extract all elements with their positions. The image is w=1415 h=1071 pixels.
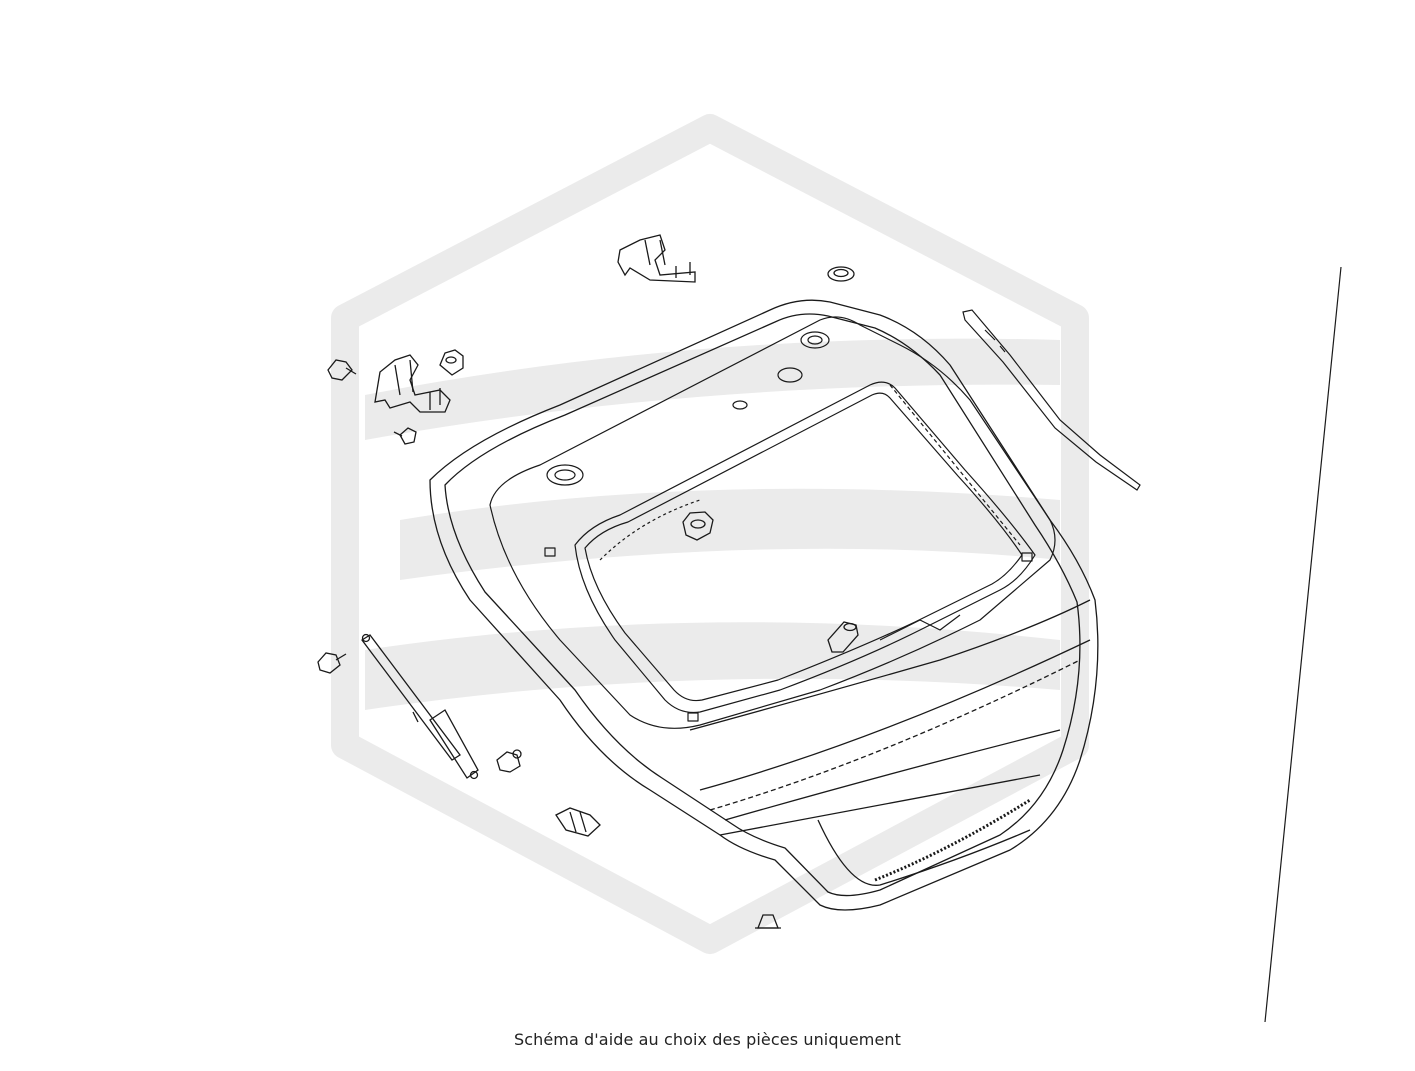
watermark-stripes — [365, 338, 1060, 710]
watermark-stripe-top — [365, 338, 1060, 440]
watermark-stripe-middle — [400, 488, 1060, 580]
bolt — [317, 359, 417, 674]
ball-stud — [496, 749, 522, 773]
gas-strut — [361, 633, 479, 780]
clip-nut — [439, 349, 464, 376]
diagram-caption: Schéma d'aide au choix des pièces unique… — [513, 1030, 902, 1049]
hinge-right — [617, 234, 696, 283]
bump-stop — [755, 914, 781, 929]
hinge-left — [374, 354, 451, 413]
clip-nut-center — [682, 511, 859, 653]
watermark-stripe-bottom — [365, 622, 1060, 710]
watermark-logo — [331, 114, 1089, 954]
grommet — [827, 266, 855, 282]
seal-strip — [962, 309, 1141, 491]
tailgate-inner-frame — [489, 316, 1056, 729]
tailgate-outer-panel — [429, 299, 1099, 911]
watermark-hexagon-outer — [331, 114, 1089, 954]
sheet-border-line — [1264, 266, 1342, 1023]
lock-cylinder — [555, 807, 601, 837]
